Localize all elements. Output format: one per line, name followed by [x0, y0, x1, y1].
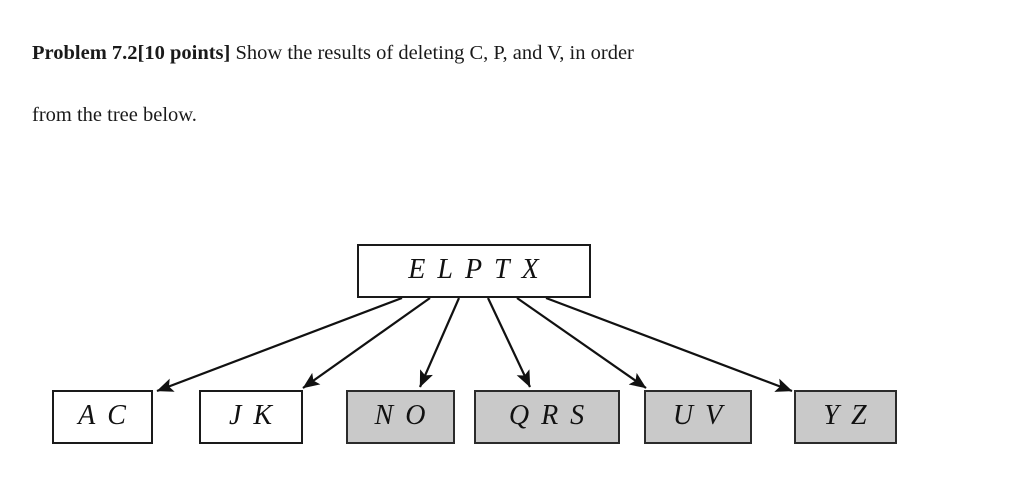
tree-edge-3	[487, 297, 531, 388]
node-key: X	[521, 253, 540, 285]
problem-label: Problem 7.2[10 points]	[32, 42, 231, 64]
node-key: Q	[508, 399, 531, 431]
node-key: C	[107, 399, 127, 431]
node-key: T	[494, 253, 511, 285]
tree-edge-0	[156, 296, 403, 393]
node-key: S	[570, 399, 586, 431]
tree-edge-5	[545, 296, 793, 393]
problem-statement: Problem 7.2[10 points] Show the results …	[32, 22, 962, 146]
node-key: Z	[851, 399, 868, 431]
node-key: E	[408, 253, 427, 285]
problem-text-line1: Show the results of deleting C, P, and V…	[230, 42, 634, 64]
node-key: N	[374, 399, 395, 431]
tree-edge-4	[516, 297, 647, 389]
node-key: Y	[823, 399, 840, 431]
problem-text-line2: from the tree below.	[32, 104, 197, 126]
tree-edge-2	[418, 297, 461, 388]
node-key: R	[541, 399, 560, 431]
node-key: J	[228, 399, 243, 431]
tree-edge-1	[302, 297, 431, 389]
node-key: P	[464, 253, 484, 285]
node-key: V	[705, 399, 724, 431]
node-key: K	[253, 399, 274, 431]
node-key: U	[672, 399, 695, 431]
node-key: O	[405, 399, 427, 431]
node-key: L	[437, 253, 454, 285]
node-key: A	[78, 399, 97, 431]
